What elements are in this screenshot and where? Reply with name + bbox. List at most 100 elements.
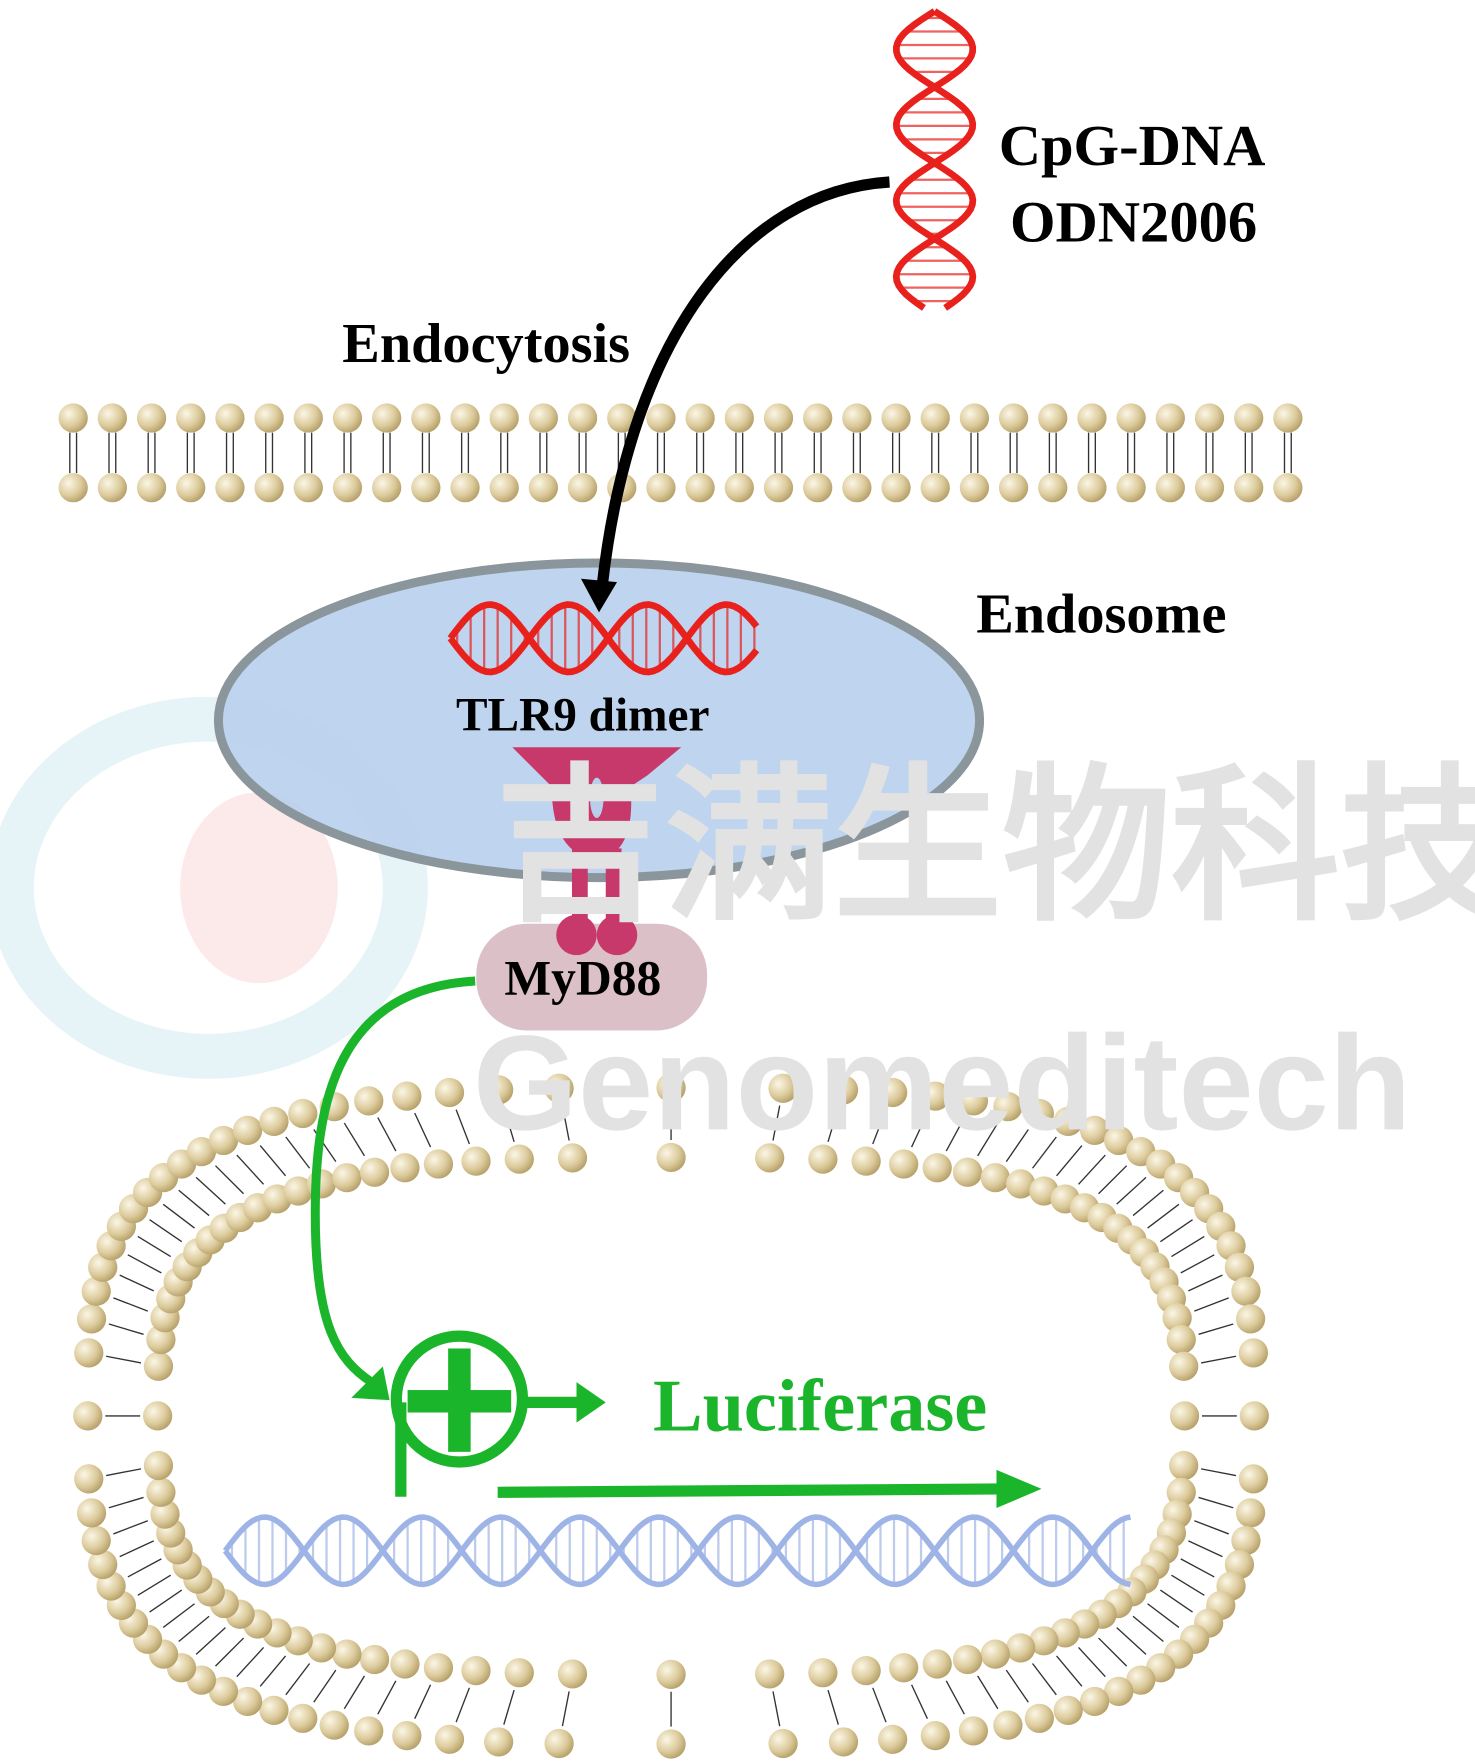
lipid-head: [434, 1724, 465, 1754]
lipid-head: [952, 1644, 983, 1675]
lipid-head: [808, 1144, 838, 1174]
lipid-head: [411, 403, 441, 433]
lipid-head: [1162, 1303, 1192, 1333]
lipid-head: [1006, 1169, 1036, 1199]
lipid-head: [81, 1525, 111, 1556]
lipid-head: [803, 473, 833, 503]
lipid-head: [1155, 403, 1185, 433]
lipid-head: [1169, 1450, 1199, 1481]
endocytosis-arrow: [596, 176, 890, 585]
lipid-head: [1104, 1676, 1134, 1706]
lipid-head: [1053, 1106, 1083, 1136]
lipid-head: [372, 403, 402, 433]
lipid-head: [528, 473, 559, 503]
lipid-head: [390, 1649, 420, 1679]
lipid-head: [232, 1115, 263, 1145]
lipid-head: [136, 403, 167, 433]
lipid-head: [851, 1146, 881, 1176]
lipid-head: [1169, 1351, 1199, 1381]
signaling-pathway: [310, 976, 1003, 1498]
lipid-head: [763, 473, 794, 503]
lipid-head: [980, 1639, 1010, 1669]
lipid-head: [58, 403, 88, 433]
promoter-activation-icon: [390, 1330, 529, 1468]
lipid-head: [423, 1653, 454, 1683]
lipid-head: [922, 1153, 952, 1183]
lipid-head: [74, 1464, 104, 1494]
endosome-label: Endosome: [976, 584, 1226, 646]
lipid-head: [489, 403, 519, 433]
lipid-head: [423, 1149, 454, 1179]
lipid-head: [254, 473, 284, 503]
lipid-head: [73, 1401, 103, 1431]
lipid-head: [354, 1086, 384, 1116]
lipid-head: [993, 1092, 1023, 1122]
lipid-head: [1231, 1276, 1261, 1306]
lipid-head: [1194, 473, 1225, 503]
plus-icon: [351, 1348, 1042, 1509]
lipid-head: [1235, 1498, 1266, 1528]
lipid-head: [143, 1351, 174, 1381]
lipid-head: [1116, 473, 1146, 503]
lipid-head: [450, 473, 480, 503]
lipid-head: [878, 1077, 908, 1108]
lipid-head: [763, 403, 794, 433]
lipid-head: [81, 1276, 111, 1306]
lipid-head: [215, 403, 245, 433]
lipid-head: [58, 473, 88, 503]
lipid-head: [828, 1075, 859, 1105]
lipid-head: [1234, 473, 1264, 503]
lipid-head: [259, 1695, 289, 1726]
lipid-head: [878, 1724, 908, 1754]
lipid-head: [176, 473, 206, 503]
lipid-head: [808, 1658, 838, 1688]
lipid-head: [1231, 1525, 1261, 1556]
lipid-head: [920, 1721, 950, 1751]
lipid-head: [390, 1153, 420, 1183]
lipid-head: [254, 403, 284, 433]
lipid-head: [803, 403, 833, 433]
lipid-head: [76, 1304, 107, 1334]
lipid-head: [1038, 403, 1068, 433]
lipid-head: [656, 1142, 686, 1173]
lipid-head: [920, 1081, 950, 1111]
tlr9-receptor-icon: [512, 747, 682, 956]
lipid-head: [1104, 1125, 1134, 1156]
lipid-head: [881, 473, 911, 503]
lipid-head: [998, 473, 1029, 503]
lipid-head: [1234, 403, 1264, 433]
lipid-head: [288, 1703, 318, 1733]
lipid-head: [392, 1081, 422, 1111]
lipid-head: [1239, 1401, 1269, 1431]
lipid-head: [1194, 403, 1225, 433]
lipid-head: [142, 1401, 173, 1431]
lipid-head: [146, 1477, 176, 1507]
luciferase-label: Luciferase: [653, 1366, 987, 1448]
lipid-head: [685, 403, 715, 433]
lipid-head: [1155, 473, 1185, 503]
lipid-head: [685, 473, 715, 503]
lipid-head: [1038, 473, 1068, 503]
lipid-head: [998, 403, 1029, 433]
lipid-head: [1235, 1304, 1266, 1334]
lipid-head: [755, 1143, 785, 1173]
lipid-head: [1238, 1338, 1269, 1368]
odn2006-label: ODN2006: [1010, 190, 1257, 255]
lipid-head: [150, 1499, 180, 1529]
lipid-head: [1166, 1324, 1196, 1355]
lipid-head: [1273, 473, 1303, 503]
lipid-head: [208, 1125, 239, 1156]
tlr9-label: TLR9 dimer: [456, 689, 709, 741]
lipid-head: [1077, 403, 1107, 433]
lipid-head: [143, 1450, 174, 1481]
lipid-head: [1077, 473, 1107, 503]
transcription-arrow: [497, 1483, 1003, 1498]
lipid-head: [392, 1721, 422, 1751]
lipid-head: [97, 473, 128, 503]
lipid-head: [959, 473, 990, 503]
cpg-dna-icon: [892, 8, 977, 311]
lipid-head: [1126, 1665, 1156, 1695]
lipid-head: [504, 1144, 534, 1174]
